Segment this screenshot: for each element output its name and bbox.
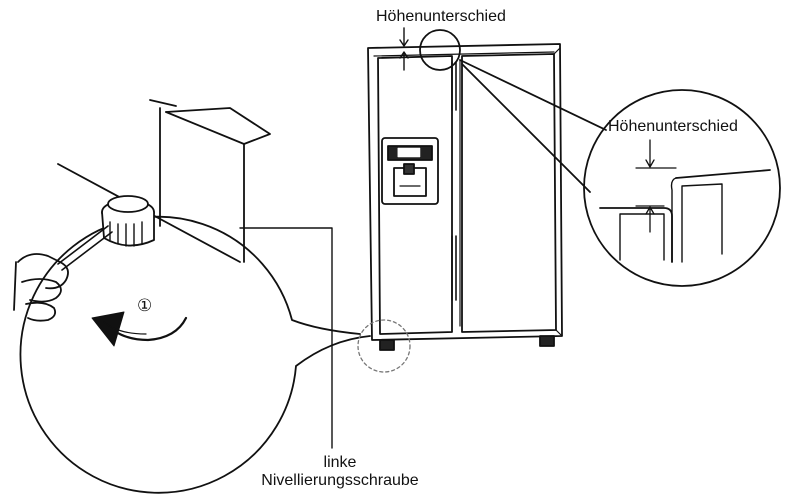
left-magnifier-outline [19, 215, 371, 494]
height-detail-magnifier [459, 59, 781, 287]
arrow-down-icon [399, 27, 409, 47]
hand-with-screwdriver-icon [13, 253, 69, 322]
detail-arrow-down-icon [645, 139, 655, 168]
fridge-right-foot [539, 335, 555, 347]
leveling-screw [101, 195, 155, 247]
fridge-handle-top [451, 61, 457, 111]
fridge-body [367, 43, 563, 341]
height-difference-label-detail: Höhenunterschied [608, 118, 738, 135]
refrigerator [367, 27, 563, 351]
screw-leader-line [239, 227, 333, 449]
fridge-handle-bottom [451, 235, 457, 301]
step-number-badge: ① [137, 296, 153, 316]
water-dispenser [381, 137, 439, 205]
left-leveling-screw-label-line1: linke [323, 454, 357, 471]
height-difference-label-top: Höhenunterschied [376, 8, 506, 25]
magnifier-circle [583, 89, 781, 287]
left-leveling-screw-label-line2: Nivellierungsschraube [261, 472, 419, 489]
top-corner-highlight [419, 29, 461, 71]
fridge-left-door [377, 55, 453, 335]
leveling-screw-magnifier [13, 99, 371, 494]
screwdriver [57, 225, 113, 271]
counterclockwise-arrow-icon [91, 311, 188, 347]
fridge-left-foot [379, 339, 395, 351]
fridge-right-door [461, 53, 557, 333]
left-leveling-screw-label: linke Nivellierungsschraube [240, 454, 440, 490]
arrow-up-icon [399, 51, 409, 71]
foot-highlight-dashed [357, 319, 411, 373]
detail-arrow-up-icon [645, 206, 655, 233]
